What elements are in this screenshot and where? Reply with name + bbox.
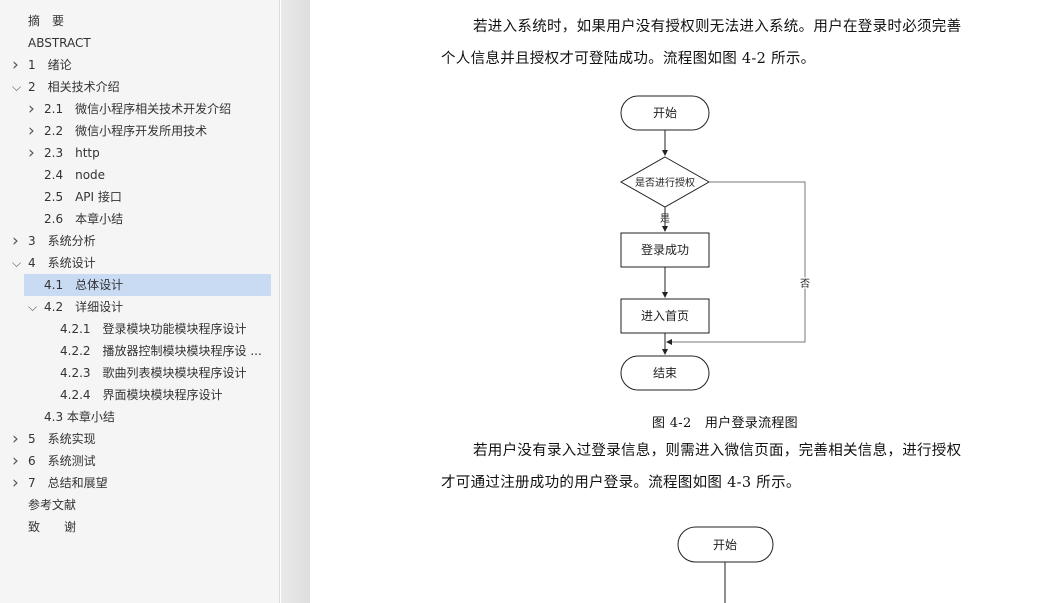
chevron-right-icon[interactable]: ›	[12, 231, 19, 251]
outline-item-label: 4.2.3 歌曲列表模块模块程序设计	[60, 366, 247, 380]
no-branch-line	[666, 181, 806, 345]
end-label: 结束	[653, 366, 677, 380]
outline-item-label: 6 系统测试	[28, 454, 96, 468]
outline-item-label: 致 谢	[28, 520, 77, 534]
chevron-down-icon[interactable]: ⌵	[28, 300, 38, 314]
chevron-right-icon[interactable]: ›	[12, 451, 19, 471]
outline-item[interactable]: › 2.2 微信小程序开发所用技术	[0, 120, 278, 142]
outline-item[interactable]: › 5 系统实现	[0, 428, 278, 450]
outline-item[interactable]: 4.3 本章小结	[0, 406, 278, 428]
outline-item[interactable]: › 3 系统分析	[0, 230, 278, 252]
outline-item-label: 1 绪论	[28, 58, 72, 72]
outline-item-label: 4.3 本章小结	[44, 410, 115, 424]
paragraph-line: 个人信息并且授权才可登陆成功。流程图如图 4-2 所示。	[441, 51, 816, 67]
outline-item[interactable]: 参考文献	[0, 494, 278, 516]
end-node	[620, 355, 710, 391]
chevron-right-icon[interactable]: ›	[12, 473, 19, 493]
outline-item-label: 2.3 http	[44, 146, 100, 160]
outline-item[interactable]: › 2.3 http	[0, 142, 278, 164]
outline-item[interactable]: 4.2.4 界面模块模块程序设计	[0, 384, 278, 406]
outline-item-label: 4 系统设计	[28, 256, 96, 270]
page-gutter	[281, 0, 310, 603]
paragraph-line: 若进入系统时，如果用户没有授权则无法进入系统。用户在登录时必须完善	[473, 19, 962, 35]
chevron-right-icon[interactable]: ›	[12, 429, 19, 449]
outline-item-label: 7 总结和展望	[28, 476, 108, 490]
paragraph-line: 若用户没有录入过登录信息，则需进入微信页面，完善相关信息，进行授权	[473, 443, 962, 459]
outline-item-label: 2.6 本章小结	[44, 212, 124, 226]
outline-item-label: 2.5 API 接口	[44, 190, 122, 204]
chevron-right-icon[interactable]: ›	[28, 143, 35, 163]
chevron-right-icon[interactable]: ›	[28, 99, 35, 119]
outline-item-label: 摘 要	[28, 14, 65, 28]
outline-item[interactable]: 4.2.3 歌曲列表模块模块程序设计	[0, 362, 278, 384]
yes-label: 是	[660, 213, 670, 225]
outline-item[interactable]: 2.4 node	[0, 164, 278, 186]
no-label: 否	[800, 278, 810, 290]
start-label-2: 开始	[713, 538, 737, 552]
outline-item[interactable]: 致 谢	[0, 516, 278, 538]
outline-item-label: 5 系统实现	[28, 432, 96, 446]
start-label: 开始	[653, 106, 677, 120]
login-flowchart: 开始 是否进行授权 是 否 登录成功 进入首页 结束 开始	[619, 95, 812, 603]
outline-item-label: 4.2.4 界面模块模块程序设计	[60, 388, 223, 402]
outline-item[interactable]: 4.1 总体设计	[24, 274, 271, 296]
outline-item-label: 4.2 详细设计	[44, 300, 124, 314]
outline-item-label: 2.1 微信小程序相关技术开发介绍	[44, 102, 232, 116]
decision-label: 是否进行授权	[635, 176, 695, 189]
outline-item-label: 2.2 微信小程序开发所用技术	[44, 124, 208, 138]
outline-item[interactable]: 4.2.2 播放器控制模块模块程序设 ...	[0, 340, 278, 362]
outline-item-label: 3 系统分析	[28, 234, 96, 248]
outline-item[interactable]: ⌵ 4.2 详细设计	[0, 296, 278, 318]
outline-item[interactable]: 2.6 本章小结	[0, 208, 278, 230]
chevron-right-icon[interactable]: ›	[28, 121, 35, 141]
step-enter-home: 进入首页	[641, 309, 689, 323]
outline-item[interactable]: › 7 总结和展望	[0, 472, 278, 494]
outline-item-label: 4.1 总体设计	[44, 278, 124, 292]
paragraph-line: 才可通过注册成功的用户登录。流程图如图 4-3 所示。	[441, 475, 801, 491]
outline-item[interactable]: › 6 系统测试	[0, 450, 278, 472]
outline-item[interactable]: › 1 绪论	[0, 54, 278, 76]
outline-item-label: 2 相关技术介绍	[28, 80, 120, 94]
chevron-right-icon[interactable]: ›	[12, 55, 19, 75]
chevron-down-icon[interactable]: ⌵	[12, 256, 22, 270]
outline-item-label: 4.2.2 播放器控制模块模块程序设 ...	[60, 344, 262, 358]
chevron-down-icon[interactable]: ⌵	[12, 80, 22, 94]
outline-item[interactable]: 摘 要	[0, 10, 278, 32]
navigation-pane: 摘 要 ABSTRACT › 1 绪论 ⌵ 2 相关技术介绍 › 2.1 微信小程序相关技术开…	[0, 0, 280, 603]
outline-item[interactable]: ⌵ 4 系统设计	[0, 252, 278, 274]
outline-item[interactable]: › 2.1 微信小程序相关技术开发介绍	[0, 98, 278, 120]
step-login-success: 登录成功	[641, 242, 689, 257]
outline-item-label: ABSTRACT	[28, 36, 91, 50]
figure-caption: 图 4-2 用户登录流程图	[652, 416, 798, 431]
outline-item-label: 4.2.1 登录模块功能模块程序设计	[60, 322, 247, 336]
outline-item-label: 2.4 node	[44, 168, 106, 182]
outline-item[interactable]: ABSTRACT	[0, 32, 278, 54]
outline-item[interactable]: 2.5 API 接口	[0, 186, 278, 208]
outline-item[interactable]: ⌵ 2 相关技术介绍	[0, 76, 278, 98]
outline-item[interactable]: 4.2.1 登录模块功能模块程序设计	[0, 318, 278, 340]
outline-item-label: 参考文献	[28, 498, 77, 512]
document-page: 若进入系统时，如果用户没有授权则无法进入系统。用户在登录时必须完善 个人信息并且…	[310, 0, 1042, 603]
